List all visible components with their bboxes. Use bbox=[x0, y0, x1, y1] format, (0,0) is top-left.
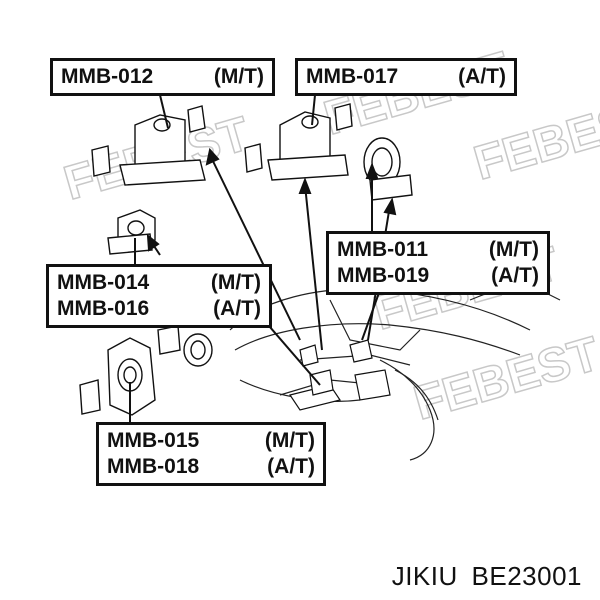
transmission-type: (A/T) bbox=[458, 65, 506, 88]
transmission-type: (M/T) bbox=[488, 238, 539, 261]
transmission-type: (M/T) bbox=[264, 429, 315, 452]
footer-brand: JIKIU bbox=[391, 561, 458, 591]
transmission-type: (A/T) bbox=[491, 264, 539, 287]
footer-part-id: JIKIU BE23001 bbox=[386, 561, 582, 592]
label-line: MMB-016 (A/T) bbox=[57, 296, 261, 322]
transmission-type: (A/T) bbox=[213, 297, 261, 320]
part-mmb017 bbox=[244, 103, 353, 181]
label-mmb017: MMB-017 (A/T) bbox=[295, 58, 517, 96]
label-mmb014-016: MMB-014 (M/T) MMB-016 (A/T) bbox=[46, 264, 272, 328]
part-code: MMB-015 bbox=[107, 429, 200, 452]
label-mmb011-019: MMB-011 (M/T) MMB-019 (A/T) bbox=[326, 231, 550, 295]
watermark-text-5: FEBEST bbox=[468, 87, 600, 190]
part-code: MMB-012 bbox=[61, 65, 154, 88]
label-mmb012: MMB-012 (M/T) bbox=[50, 58, 275, 96]
part-code: MMB-019 bbox=[337, 264, 430, 287]
watermark-text-4: FEBEST bbox=[408, 327, 600, 430]
transmission-type: (A/T) bbox=[267, 455, 315, 478]
footer-part-number: BE23001 bbox=[471, 561, 582, 591]
leader-lines bbox=[129, 94, 397, 425]
label-line: MMB-015 (M/T) bbox=[107, 428, 315, 454]
label-line: MMB-019 (A/T) bbox=[337, 263, 539, 289]
part-mmb015 bbox=[79, 325, 213, 416]
part-code: MMB-017 bbox=[306, 65, 399, 88]
part-code: MMB-016 bbox=[57, 297, 150, 320]
label-line: MMB-017 (A/T) bbox=[306, 64, 506, 90]
label-line: MMB-014 (M/T) bbox=[57, 270, 261, 296]
label-mmb015-018: MMB-015 (M/T) MMB-018 (A/T) bbox=[96, 422, 326, 486]
label-line: MMB-011 (M/T) bbox=[337, 237, 539, 263]
part-engine-mounts-center bbox=[289, 339, 391, 411]
transmission-type: (M/T) bbox=[210, 271, 261, 294]
part-mmb012 bbox=[91, 105, 206, 186]
part-code: MMB-018 bbox=[107, 455, 200, 478]
part-code: MMB-014 bbox=[57, 271, 150, 294]
transmission-type: (M/T) bbox=[213, 65, 264, 88]
part-mmb014 bbox=[107, 209, 156, 255]
label-line: MMB-012 (M/T) bbox=[61, 64, 264, 90]
label-line: MMB-018 (A/T) bbox=[107, 454, 315, 480]
part-code: MMB-011 bbox=[337, 238, 429, 261]
